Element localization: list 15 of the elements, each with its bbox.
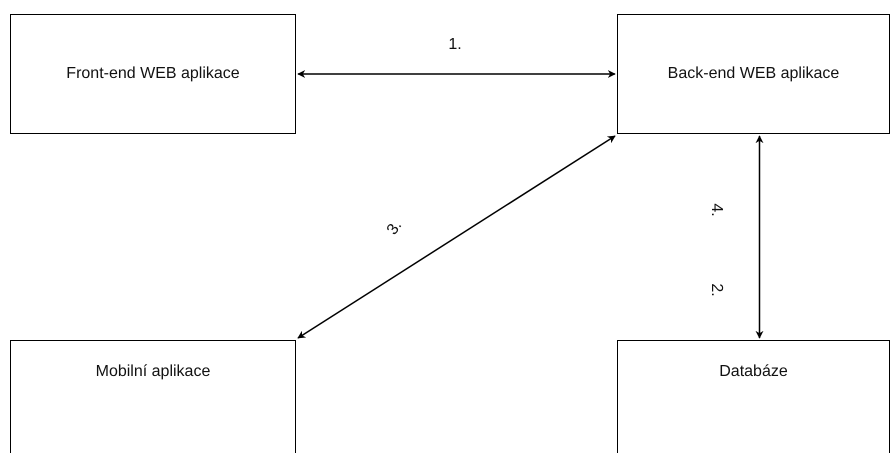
process-box — [10, 14, 296, 134]
node-label: Front-end WEB aplikace — [66, 65, 240, 83]
edge-label: 1. — [448, 36, 462, 54]
node-label: Back-end WEB aplikace — [668, 65, 840, 83]
node-label: Databáze — [719, 363, 788, 381]
double-arrow — [297, 70, 616, 78]
double-arrow — [297, 135, 616, 339]
edge-label: 4. — [707, 203, 725, 217]
process-box — [10, 340, 296, 453]
double-arrow — [756, 135, 764, 339]
edge-label: 3. — [384, 217, 406, 239]
node-label: Mobilní aplikace — [96, 363, 210, 381]
number-label: 2. — [707, 283, 725, 297]
process-box — [617, 14, 890, 134]
process-box — [617, 340, 890, 453]
